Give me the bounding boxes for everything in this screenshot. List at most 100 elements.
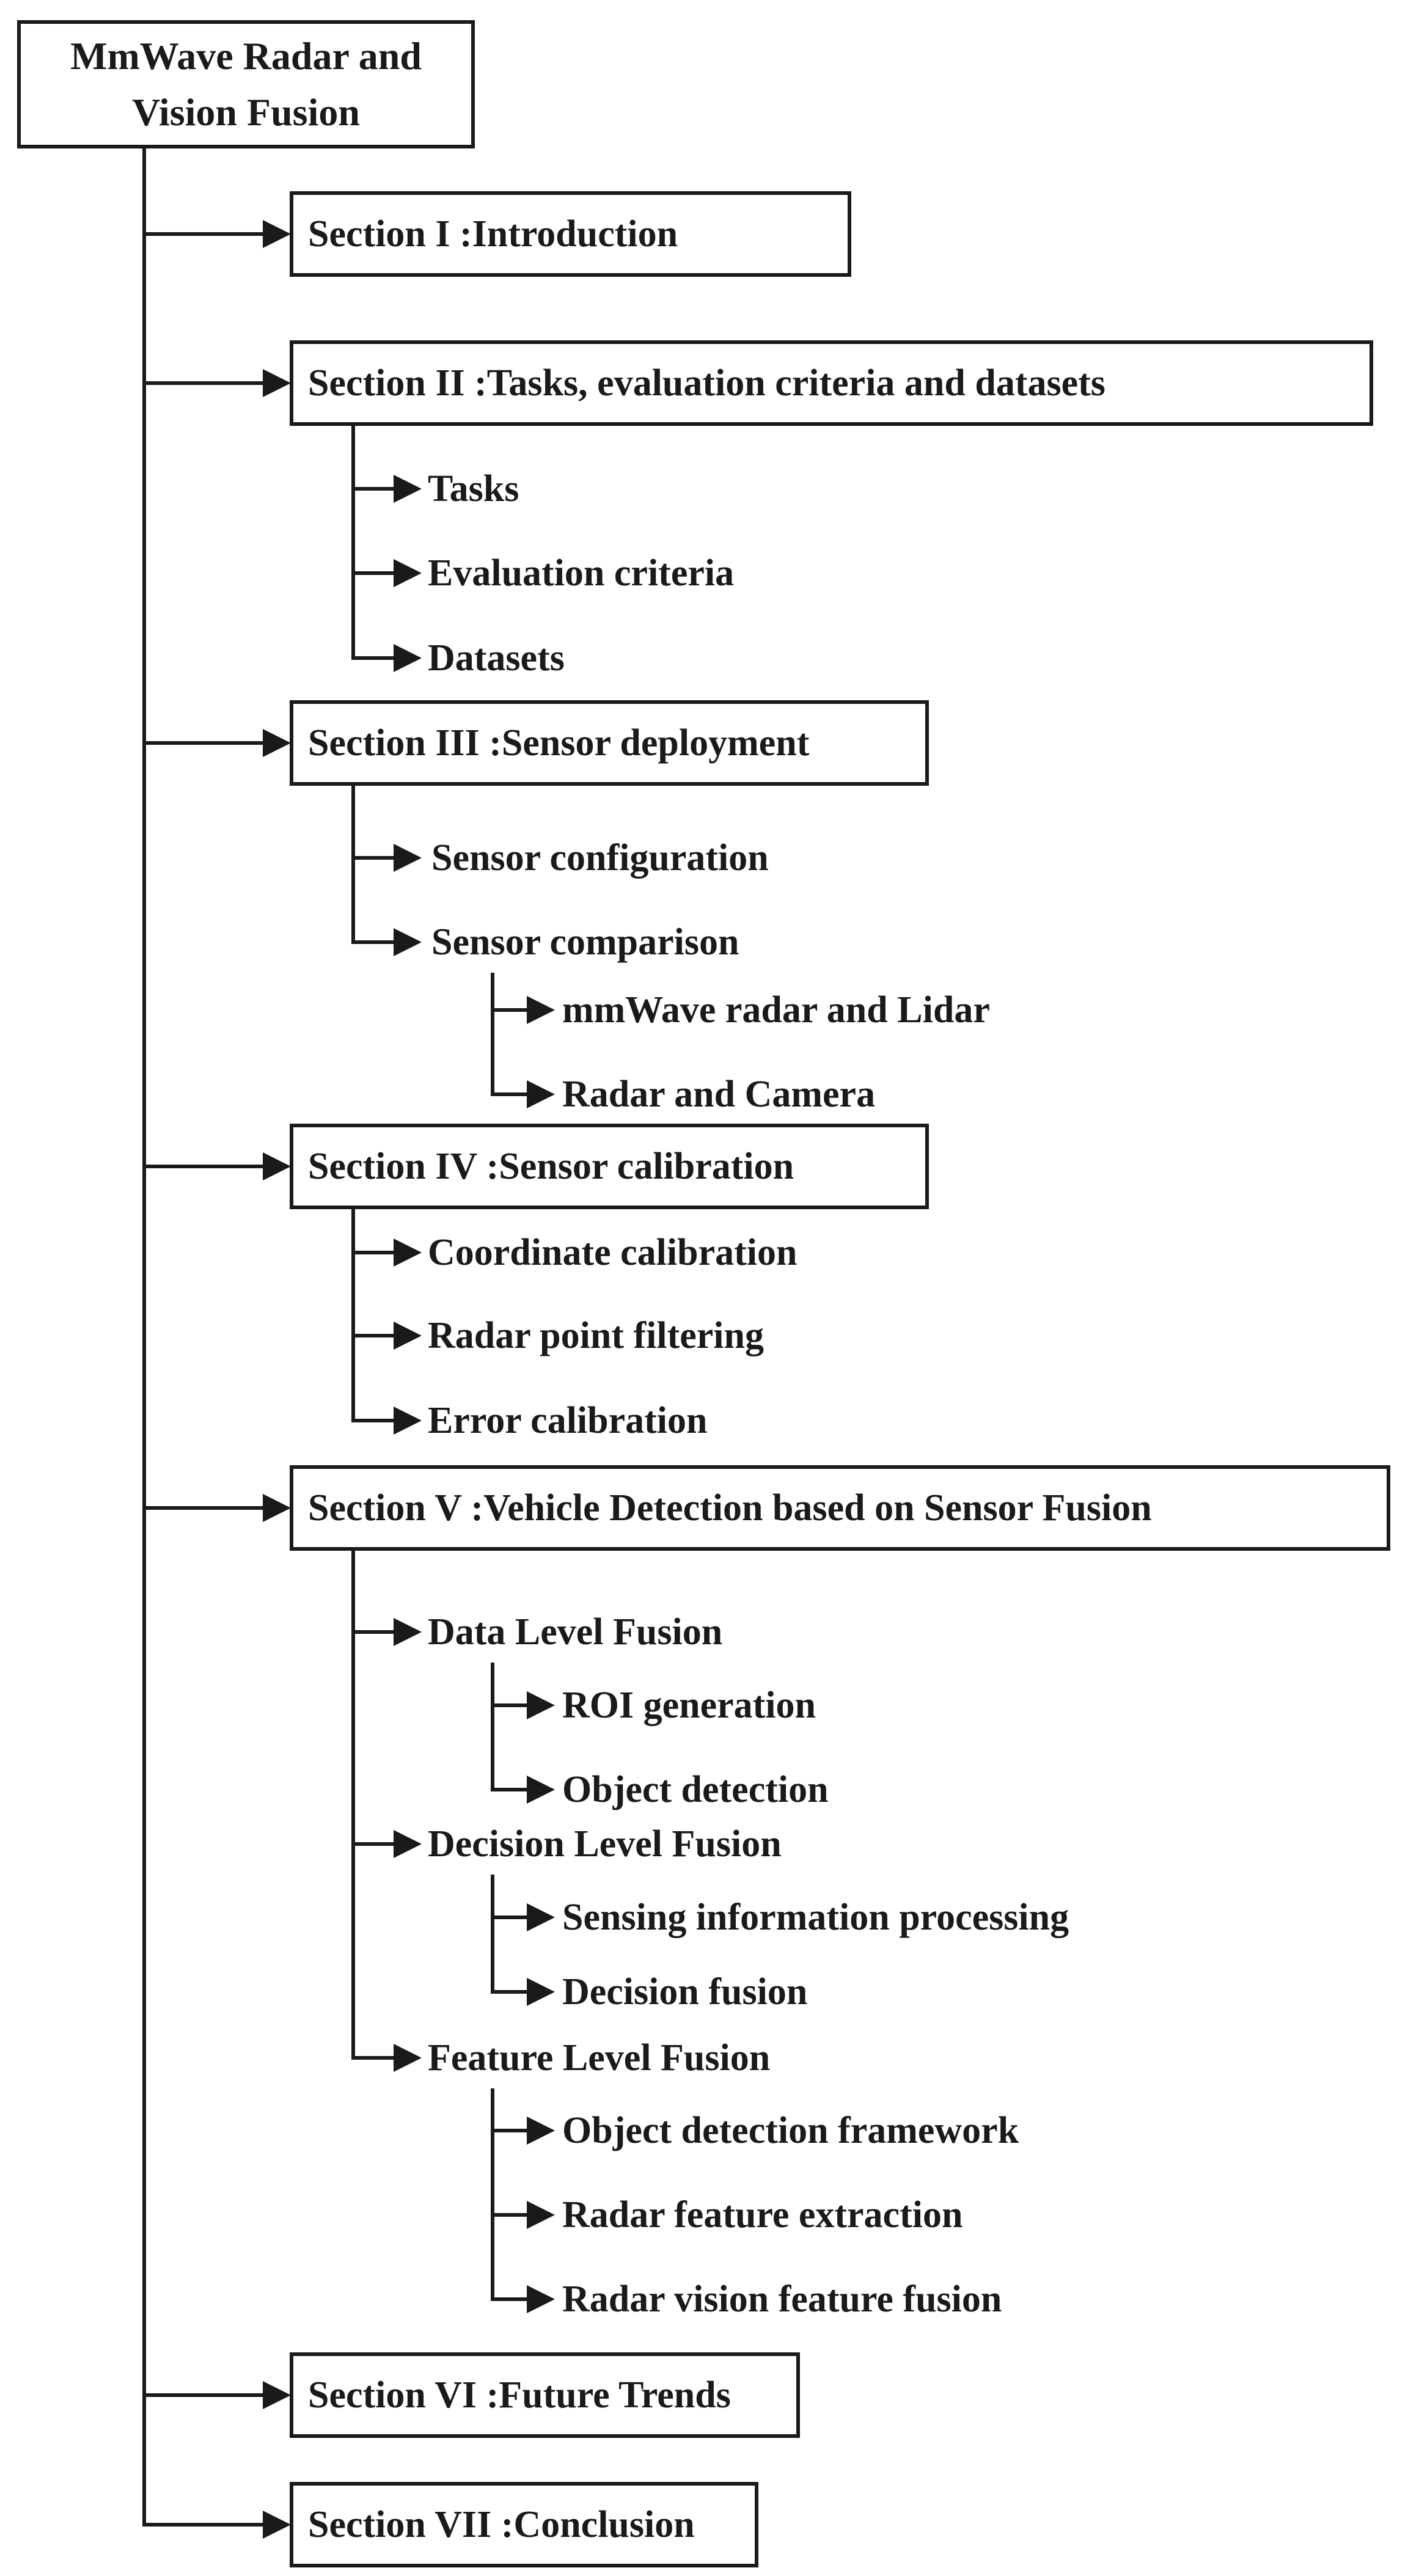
item-line	[493, 1788, 528, 1791]
arrow-icon	[263, 1152, 291, 1180]
arrow-icon	[263, 220, 291, 248]
arrow-icon	[527, 1080, 555, 1108]
item-line	[493, 1916, 528, 1919]
arrow-icon	[263, 1494, 291, 1522]
section-3-label: Section III :Sensor deployment	[308, 722, 810, 764]
substem-line	[491, 2088, 494, 2301]
branch-line	[144, 2393, 264, 2397]
section-1-box: Section I :Introduction	[290, 191, 851, 277]
item-tasks: Tasks	[428, 468, 519, 510]
item-line	[353, 1419, 395, 1422]
branch-line	[144, 2523, 264, 2527]
item-object-detection-framework: Object detection framework	[562, 2110, 1019, 2151]
arrow-icon	[527, 996, 555, 1024]
arrow-icon	[527, 2117, 555, 2145]
root-box: MmWave Radar and Vision Fusion	[17, 20, 475, 148]
arrow-icon	[394, 1322, 422, 1350]
arrow-icon	[527, 1978, 555, 2006]
item-line	[353, 940, 395, 944]
arrow-icon	[263, 729, 291, 757]
arrow-icon	[263, 2381, 291, 2409]
section-7-label: Section VII :Conclusion	[308, 2503, 695, 2545]
item-line	[493, 1092, 528, 1096]
item-decision-fusion: Decision fusion	[562, 1971, 808, 2013]
item-radar-point-filtering: Radar point filtering	[428, 1315, 764, 1356]
item-sensing-information-processing: Sensing information processing	[562, 1897, 1069, 1938]
item-line	[353, 1630, 395, 1634]
item-sensor-configuration: Sensor configuration	[431, 837, 769, 879]
arrow-icon	[394, 1407, 422, 1435]
arrow-icon	[263, 2511, 291, 2539]
item-line	[493, 1703, 528, 1707]
item-line	[493, 1008, 528, 1012]
item-roi-generation: ROI generation	[562, 1685, 816, 1726]
stem-line	[351, 426, 355, 660]
arrow-icon	[394, 1618, 422, 1646]
arrow-icon	[527, 2285, 555, 2313]
section-6-box: Section VI :Future Trends	[290, 2352, 800, 2438]
arrow-icon	[394, 559, 422, 587]
trunk-line	[142, 148, 146, 2527]
section-6-label: Section VI :Future Trends	[308, 2374, 731, 2416]
item-line	[353, 2056, 395, 2060]
item-line	[353, 1251, 395, 1254]
item-sensor-comparison: Sensor comparison	[431, 921, 739, 963]
arrow-icon	[394, 2044, 422, 2072]
branch-line	[144, 381, 264, 385]
section-4-box: Section IV :Sensor calibration	[290, 1124, 929, 1209]
branch-line	[144, 1165, 264, 1168]
arrow-icon	[394, 644, 422, 672]
arrow-icon	[527, 1903, 555, 1931]
item-decision-level-fusion: Decision Level Fusion	[428, 1823, 782, 1865]
branch-line	[144, 741, 264, 745]
item-radar-feature-extraction: Radar feature extraction	[562, 2194, 963, 2236]
arrow-icon	[394, 1239, 422, 1267]
section-5-label: Section V :Vehicle Detection based on Se…	[308, 1487, 1152, 1529]
item-radar-vision-feature-fusion: Radar vision feature fusion	[562, 2278, 1002, 2320]
section-2-box: Section II :Tasks, evaluation criteria a…	[290, 340, 1373, 426]
item-line	[493, 1990, 528, 1994]
root-label-line1: MmWave Radar and	[70, 34, 422, 78]
substem-line	[491, 1875, 494, 1994]
arrow-icon	[394, 475, 422, 503]
arrow-icon	[263, 369, 291, 397]
section-4-label: Section IV :Sensor calibration	[308, 1145, 794, 1187]
stem-line	[351, 786, 355, 944]
section-7-box: Section VII :Conclusion	[290, 2482, 758, 2567]
item-line	[353, 856, 395, 860]
item-line	[493, 2213, 528, 2217]
item-feature-level-fusion: Feature Level Fusion	[428, 2037, 771, 2079]
item-line	[353, 1842, 395, 1846]
section-5-box: Section V :Vehicle Detection based on Se…	[290, 1465, 1390, 1551]
item-line	[353, 571, 395, 575]
item-evaluation-criteria: Evaluation criteria	[428, 552, 735, 594]
item-datasets: Datasets	[428, 637, 565, 679]
substem-line	[491, 973, 494, 1096]
item-line	[493, 2297, 528, 2301]
branch-line	[144, 232, 264, 236]
arrow-icon	[394, 844, 422, 872]
stem-line	[351, 1209, 355, 1422]
item-radar-and-camera: Radar and Camera	[562, 1074, 876, 1115]
item-line	[493, 2129, 528, 2132]
branch-line	[144, 1506, 264, 1510]
item-line	[353, 1334, 395, 1337]
section-2-label: Section II :Tasks, evaluation criteria a…	[308, 362, 1106, 404]
substem-line	[491, 1663, 494, 1791]
item-error-calibration: Error calibration	[428, 1400, 708, 1441]
item-data-level-fusion: Data Level Fusion	[428, 1611, 723, 1653]
section-1-label: Section I :Introduction	[308, 213, 678, 255]
arrow-icon	[394, 1830, 422, 1858]
item-coordinate-calibration: Coordinate calibration	[428, 1232, 798, 1273]
arrow-icon	[527, 1776, 555, 1804]
arrow-icon	[527, 1691, 555, 1719]
root-label-line2: Vision Fusion	[132, 90, 360, 134]
item-object-detection: Object detection	[562, 1769, 829, 1810]
item-line	[353, 487, 395, 491]
arrow-icon	[527, 2201, 555, 2229]
item-line	[353, 656, 395, 660]
section-3-box: Section III :Sensor deployment	[290, 700, 929, 786]
item-mmwave-radar-and-lidar: mmWave radar and Lidar	[562, 989, 990, 1031]
arrow-icon	[394, 928, 422, 956]
